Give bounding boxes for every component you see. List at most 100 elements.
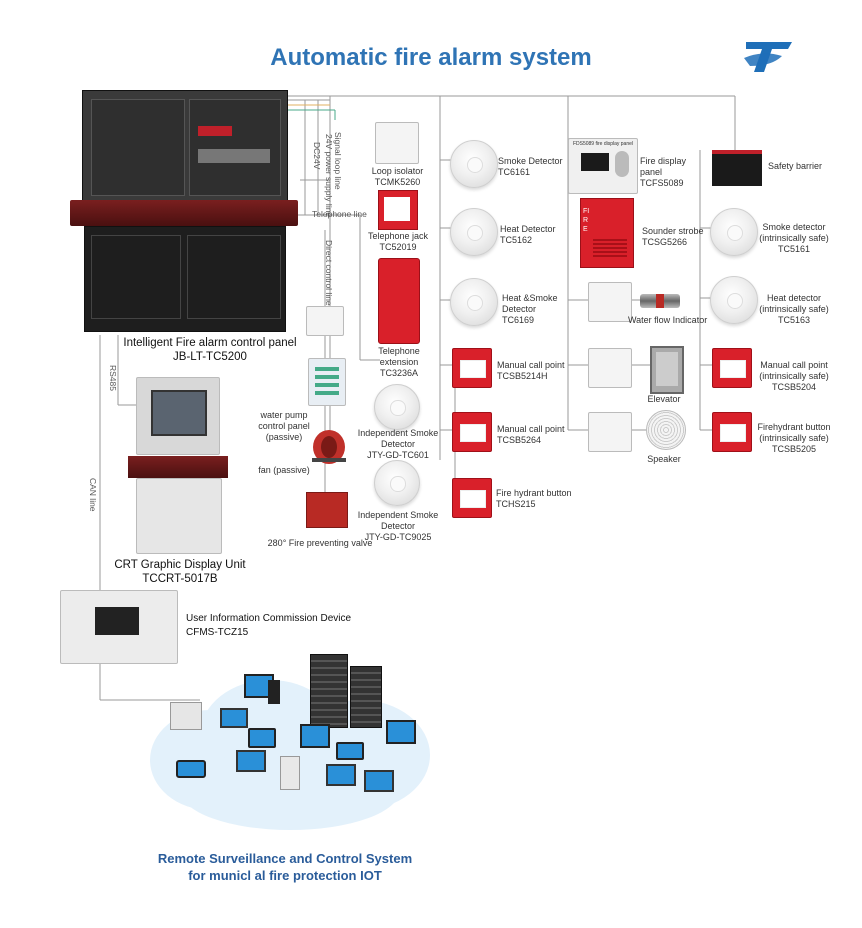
water-flow-red-band [656, 294, 664, 308]
smoke-detector [450, 140, 498, 188]
intrinsic-hydrant-label: Firehydrant button (intrinsically safe)T… [757, 422, 831, 454]
water-flow-indicator [640, 294, 680, 308]
pc-tower-icon-2 [268, 680, 280, 704]
safety-barrier [712, 150, 762, 186]
fire-display-title: FDS5089 fire display panel [572, 141, 634, 147]
speaker-label: Speaker [647, 454, 681, 464]
cabinet-door-right [187, 235, 281, 319]
server-rack-icon [310, 654, 348, 728]
sounder-grille [593, 239, 627, 259]
cloud-network [140, 654, 440, 830]
page-title: Automatic fire alarm system [270, 44, 592, 71]
direct-control-line-label: Direct control line [324, 240, 334, 306]
intrinsic-manual-call-point [712, 348, 752, 388]
cabinet-door-left [91, 235, 181, 319]
module-box-2 [588, 282, 632, 322]
module-box-3 [588, 348, 632, 388]
telephone-jack-face [384, 197, 410, 221]
tablet-icon [248, 728, 276, 748]
module-box-4 [588, 412, 632, 452]
crt-label: CRT Graphic Display Unit TCCRT-5017B [114, 559, 246, 585]
elevator-icon [650, 346, 684, 394]
manual-call-point-1 [452, 348, 492, 388]
safety-barrier-label: Safety barrier [768, 161, 823, 171]
independent-smoke-detector-2 [374, 460, 420, 506]
panel-right-module [189, 99, 281, 196]
heat-detector [450, 208, 498, 256]
telephone-jack [378, 190, 418, 230]
fire-valve [306, 492, 348, 528]
dc24v-label: DC24V [312, 142, 322, 170]
sounder-strobe: FIRE [580, 198, 634, 268]
module-box [306, 306, 344, 336]
monitor-icon-3 [386, 720, 416, 744]
panel-printer [198, 149, 270, 163]
elevator-label: Elevator [647, 394, 681, 404]
intrinsic-heat-detector [710, 276, 758, 324]
cloud-caption: Remote Surveillance and Control System f… [157, 851, 413, 883]
server-rack-icon-2 [350, 666, 382, 728]
crt-monitor [136, 377, 220, 455]
intrinsic-smoke-detector [710, 208, 758, 256]
crt-cabinet [136, 478, 222, 554]
telephone-extension [378, 258, 420, 344]
user-info-device [60, 590, 178, 664]
fire-display-keypad [615, 151, 629, 177]
control-panel-label: Intelligent Fire alarm control panel JB-… [123, 337, 297, 363]
crt-desk [128, 456, 228, 478]
fire-display-panel: FDS5089 fire display panel [568, 138, 638, 194]
tablet-icon-2 [336, 742, 364, 760]
pump-panel-buttons [315, 367, 339, 397]
loop-isolator [375, 122, 419, 164]
company-logo-icon [742, 36, 796, 76]
panel-red-indicator [198, 126, 232, 136]
monitor-icon-2 [300, 724, 330, 748]
laptop-icon-3 [326, 764, 356, 786]
crt-screen [151, 390, 207, 436]
pc-tower-icon [280, 756, 300, 790]
elevator-door [656, 352, 678, 386]
water-pump-control-panel [308, 358, 346, 406]
fan-icon [310, 428, 348, 466]
speaker-icon [646, 410, 686, 450]
heat-smoke-detector [450, 278, 498, 326]
user-info-screen [95, 607, 139, 635]
laptop-icon-2 [236, 750, 266, 772]
signal-line-label: Signal loop line [333, 132, 343, 190]
fire-display-screen [581, 153, 609, 171]
user-info-label: User Information Commission Device CFMS-… [186, 613, 352, 638]
telephone-line-label: Telephone line [312, 209, 367, 219]
laptop-icon [220, 708, 248, 728]
water-flow-label: Water flow Indicator [628, 315, 708, 325]
intrinsic-heat-label: Heat detector (intrinsically safe)TC5163 [759, 293, 829, 325]
fire-hydrant-button [452, 478, 492, 518]
intrinsic-hydrant-button [712, 412, 752, 452]
fire-alarm-control-panel [82, 90, 288, 204]
intrinsic-call-point-label: Manual call point (intrinsically safe)TC… [759, 360, 829, 392]
fan-label: fan (passive) [258, 465, 310, 475]
panel-cabinet [84, 226, 286, 332]
power-line-label: 24V power supply line [324, 134, 334, 218]
fire-valve-label: 280° Fire preventing valve [267, 538, 373, 548]
sounder-text: FIRE [583, 208, 590, 233]
intrinsic-smoke-label: Smoke detector (intrinsically safe)TC516… [759, 222, 829, 254]
can-line-label: CAN line [88, 478, 98, 512]
panel-left-module [91, 99, 185, 196]
printer-icon [170, 702, 202, 730]
laptop-icon-4 [364, 770, 394, 792]
manual-call-point-2 [452, 412, 492, 452]
phone-icon [176, 760, 206, 778]
rs485-label: RS485 [108, 365, 118, 391]
